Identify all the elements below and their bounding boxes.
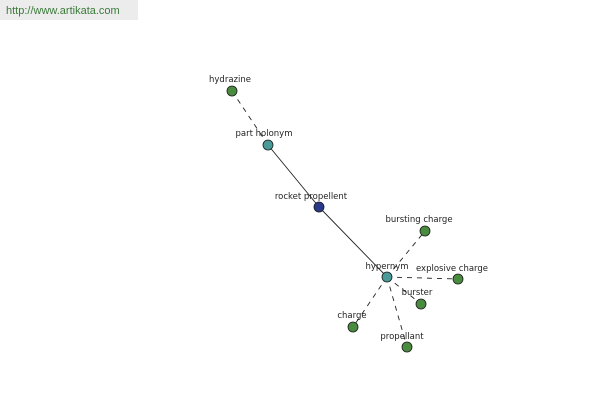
node-bursting-charge[interactable]: bursting charge: [385, 215, 453, 237]
node-dot-propellant[interactable]: [401, 341, 413, 353]
node-dot-hypernym[interactable]: [381, 271, 393, 283]
node-rocket-propellent[interactable]: rocket propellent: [275, 192, 348, 213]
node-label-hypernym[interactable]: hypernym: [365, 262, 408, 272]
node-dot-bursting-charge[interactable]: [419, 225, 431, 237]
node-dot-part-holonym[interactable]: [262, 139, 274, 151]
node-hydrazine[interactable]: hydrazine: [209, 75, 251, 97]
watermark-text[interactable]: http://www.artikata.com: [6, 5, 120, 17]
node-burster[interactable]: burster: [402, 288, 433, 310]
node-label-explosive-charge[interactable]: explosive charge: [416, 264, 488, 274]
node-part-holonym[interactable]: part holonym: [236, 129, 293, 151]
node-label-rocket-propellent[interactable]: rocket propellent: [275, 192, 348, 202]
graph-nodes: hydrazine part holonym rocket propellent hy…: [209, 75, 488, 353]
edge-hydrazine-part-holonym: [231, 90, 269, 146]
node-dot-explosive-charge[interactable]: [452, 273, 464, 285]
node-propellant[interactable]: propellant: [380, 332, 424, 353]
edge-hypernym-burster: [386, 276, 422, 305]
node-label-burster[interactable]: burster: [402, 288, 433, 298]
edge-hypernym-propellant: [386, 276, 408, 348]
graph-edges: [231, 90, 459, 348]
node-charge[interactable]: charge: [337, 311, 367, 333]
node-dot-burster[interactable]: [415, 298, 427, 310]
node-label-propellant[interactable]: propellant: [380, 332, 424, 342]
node-dot-charge[interactable]: [347, 321, 359, 333]
node-label-charge[interactable]: charge: [337, 311, 366, 321]
edge-hypernym-charge: [352, 276, 388, 328]
node-label-hydrazine[interactable]: hydrazine: [209, 75, 251, 85]
watermark-banner: http://www.artikata.com: [0, 0, 138, 20]
node-dot-hydrazine[interactable]: [226, 85, 238, 97]
edge-part-holonym-rocket-propellent: [267, 144, 320, 208]
node-hypernym[interactable]: hypernym: [365, 262, 409, 283]
edge-hypernym-explosive-charge: [386, 276, 459, 280]
node-label-bursting-charge[interactable]: bursting charge: [385, 215, 452, 225]
node-label-part-holonym[interactable]: part holonym: [236, 129, 293, 139]
edge-rocket-propellent-hypernym: [318, 206, 388, 278]
node-explosive-charge[interactable]: explosive charge: [416, 264, 488, 285]
node-dot-rocket-propellent[interactable]: [313, 201, 325, 213]
